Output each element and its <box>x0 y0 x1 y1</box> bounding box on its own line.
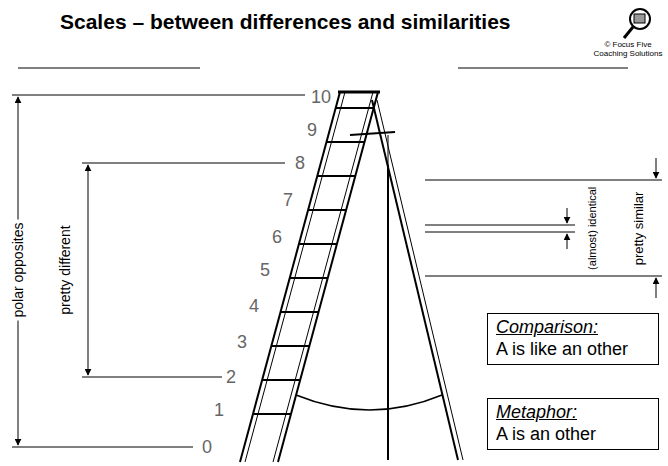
ladder <box>245 92 345 462</box>
header-rule <box>18 68 628 69</box>
bracket-label: pretty similar <box>632 191 647 265</box>
ladder <box>273 92 373 462</box>
ladder-rung <box>253 108 374 414</box>
ladder <box>296 395 442 410</box>
ladder <box>240 92 340 462</box>
title: Scales – between differences and similar… <box>60 10 511 34</box>
bracket <box>567 208 568 223</box>
scale-number: 2 <box>226 367 236 388</box>
ladder <box>372 100 458 460</box>
magnifier-icon <box>624 9 650 38</box>
bracket <box>425 276 662 277</box>
ladder <box>387 165 389 460</box>
scale-number: 7 <box>283 190 293 211</box>
ladder <box>377 100 463 460</box>
ladder-rung <box>281 311 319 313</box>
ladder <box>350 132 395 135</box>
ladder-rung <box>262 379 300 381</box>
ladder-rung <box>253 413 291 415</box>
magnifier-icon <box>634 14 645 23</box>
copyright-note: © Focus Five Coaching Solutions <box>591 40 665 59</box>
box-text: A is like an other <box>496 339 650 361</box>
bracket <box>567 234 568 249</box>
bracket-label: pretty different <box>56 225 72 314</box>
bracket <box>425 232 575 233</box>
bracket <box>656 158 657 178</box>
scale-number: 9 <box>307 120 317 141</box>
scale-number: 4 <box>249 296 259 317</box>
scale-number: 10 <box>311 87 331 108</box>
magnifier-icon <box>630 9 650 29</box>
ladder-rung <box>336 107 374 109</box>
ladder <box>388 135 389 165</box>
bracket <box>425 225 575 226</box>
scale-number: 6 <box>272 227 282 248</box>
magnifier-icon <box>624 27 633 38</box>
bracket <box>88 165 89 375</box>
ladder <box>338 91 380 94</box>
bracket-label: (almost) identical <box>586 183 599 272</box>
bracket-label: polar opposites <box>10 220 26 321</box>
text-box: Comparison:A is like an other <box>487 313 659 365</box>
text-box: Metaphor:A is an other <box>487 398 659 450</box>
scale-number: 3 <box>237 332 247 353</box>
box-heading: Metaphor: <box>496 402 650 424</box>
ladder <box>278 92 378 462</box>
ladder-rung <box>271 345 309 347</box>
box-text: A is an other <box>496 424 650 446</box>
header-rule <box>458 68 628 69</box>
ladder-rung <box>290 277 328 279</box>
ladder-rung <box>317 175 355 177</box>
bracket <box>425 180 662 181</box>
bracket <box>656 278 657 298</box>
header-rule <box>18 68 200 69</box>
scale-number: 1 <box>214 400 224 421</box>
ladder <box>240 92 463 462</box>
bracket <box>82 377 222 378</box>
bracket <box>12 95 305 96</box>
ladder-rung <box>308 209 346 211</box>
scale-number: 8 <box>295 153 305 174</box>
scale-number: 5 <box>260 260 270 281</box>
bracket <box>12 447 193 448</box>
bracket <box>12 95 662 447</box>
bracket <box>82 163 285 164</box>
ladder-rung <box>327 141 365 143</box>
scale-number: 0 <box>202 437 212 458</box>
box-heading: Comparison: <box>496 317 650 339</box>
ladder-rung <box>299 243 337 245</box>
